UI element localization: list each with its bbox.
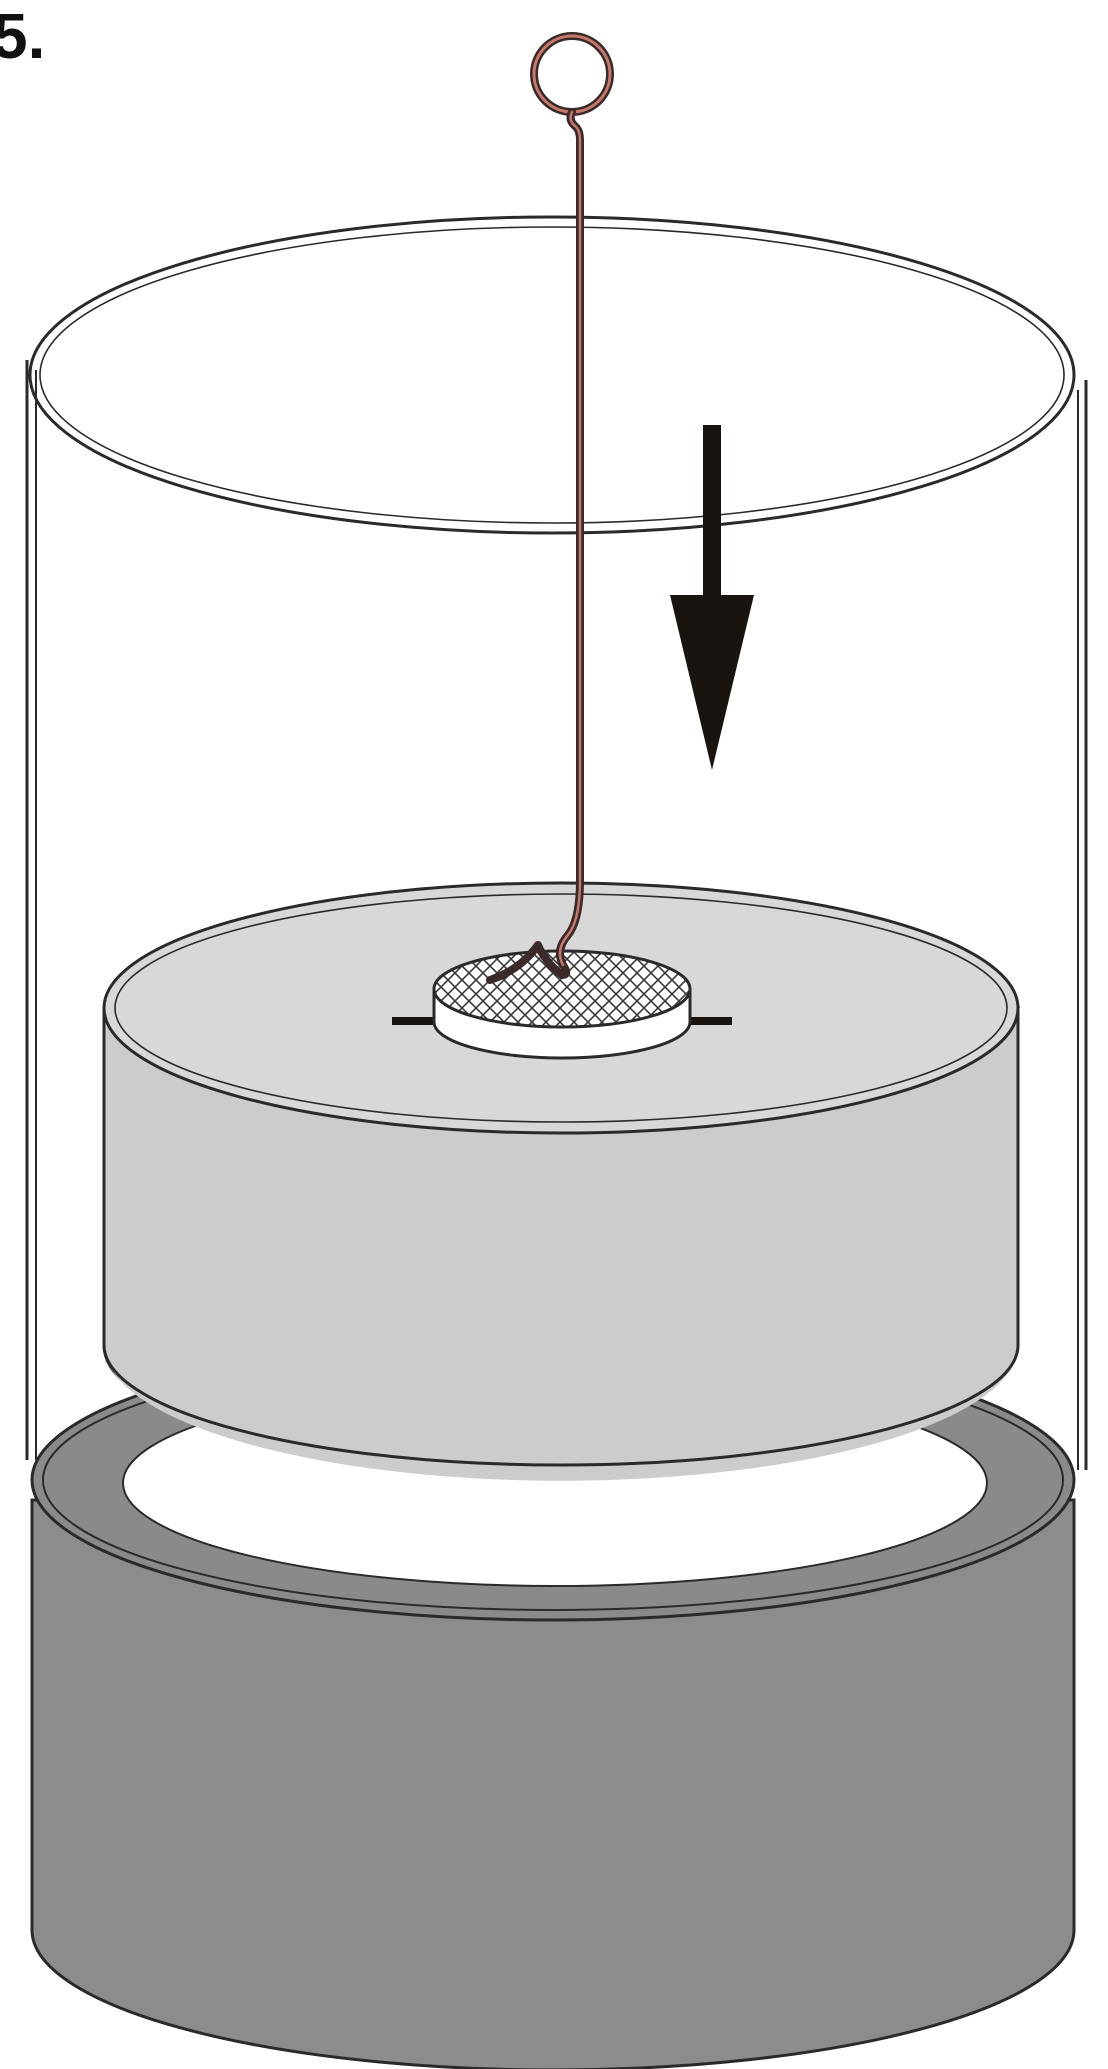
arrow-head [670,595,754,770]
mesh-disc [392,949,732,1060]
hook-ring-highlight [532,34,612,114]
hook-wire-icon [486,32,614,984]
weight-top-inner [114,893,1008,1123]
glass-rim [28,215,1076,535]
glass-rim-inner [39,226,1065,524]
hook-wire-shaft [486,108,584,984]
glass-cylinder [25,215,1088,1470]
weight-side-fill [104,1010,1018,1481]
hook-wire-highlight [558,110,582,967]
arrow-down-icon [670,425,754,770]
figure-number-label: 5. [0,0,46,72]
base-body [30,1498,1076,2069]
weight-bottom-edge [102,1344,1020,1467]
